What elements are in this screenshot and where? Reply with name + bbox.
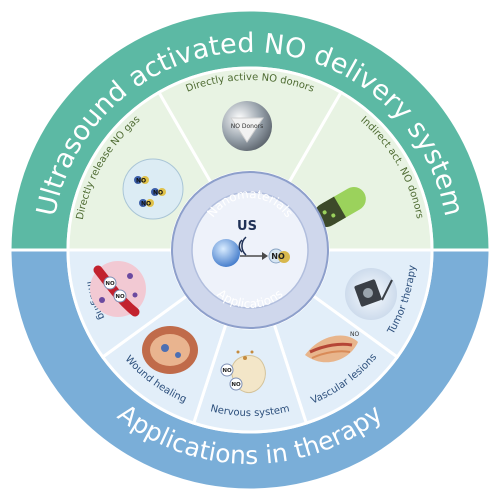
tumor-no-marker [113,289,127,303]
tumor-no-marker [103,276,117,290]
lower-label: Nervous system [209,403,290,419]
wound-no-marker: NO [350,331,359,338]
center-hub: Nanomaterials Applications US NO [171,171,329,329]
nervous-no-marker [229,377,243,391]
hub-core [191,191,309,309]
us-label: US [237,219,257,234]
tumor-no-marker-text: NO [105,281,115,287]
donor-label: NO Donors [231,123,263,130]
nervous-no-marker-text: NO [222,368,232,374]
vascular-illustration [142,326,198,374]
svg-text:NO: NO [141,201,151,208]
nervous-illustration: NO NO [220,350,266,394]
no-molecule: NO [134,176,149,185]
imaging-illustration [345,268,397,320]
svg-text:NO: NO [153,190,163,197]
nanoparticle-sphere [212,239,240,267]
nervous-no-marker [220,363,234,377]
center-no-label: NO [271,252,285,261]
no-molecule: NO [151,188,166,197]
tumor-illustration: NO NO [90,261,146,317]
no-molecule: NO [139,199,154,208]
ultrasound-wave-icon [238,239,243,253]
segment-layer [66,66,434,434]
nervous-no-marker-text: NO [231,382,241,388]
tumor-no-marker-text: NO [115,294,125,300]
donor-sphere-illustration: NO Donors [222,101,272,151]
wound-illustration: NO [305,331,359,363]
svg-text:NO: NO [136,178,146,185]
